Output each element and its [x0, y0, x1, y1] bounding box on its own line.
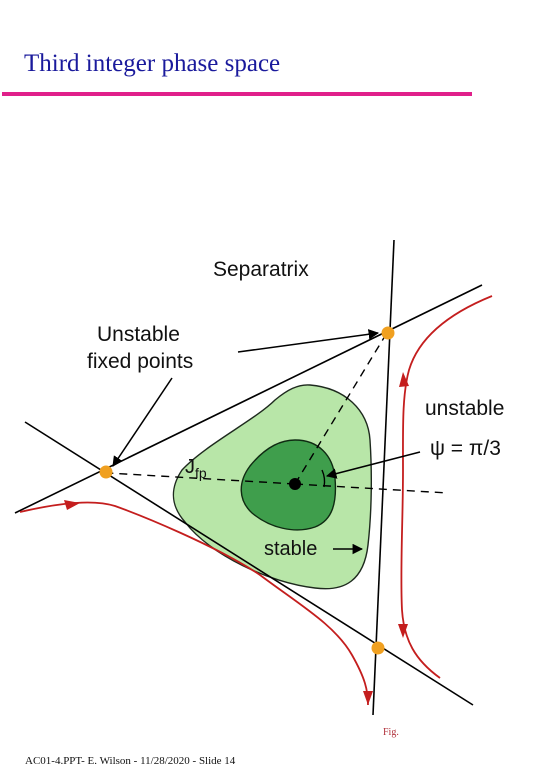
label-separatrix: Separatrix: [213, 258, 309, 281]
angle-arc: [321, 469, 326, 488]
stable-region-inner: [240, 439, 337, 531]
dashed-line-left: [107, 472, 296, 485]
label-psi: ψ = π/3: [430, 437, 501, 460]
trajectory-arrowheads: [64, 372, 409, 705]
dashed-line-right: [294, 483, 449, 494]
separatrix-line-top: [14, 284, 483, 514]
label-stable: stable: [264, 538, 317, 560]
unstable-fixed-point-left: [99, 465, 113, 479]
separatrix-line-bottom: [24, 421, 474, 706]
slide-title: Third integer phase space: [24, 50, 281, 77]
label-jfp: Jfp: [185, 456, 207, 481]
unstable-fixed-point-top: [381, 326, 395, 340]
dashed-line-up: [294, 335, 386, 485]
arrow-from-psi-label: [325, 451, 421, 479]
stable-fixed-point-center: [289, 478, 301, 490]
separatrix-line-vertical: [372, 239, 395, 716]
label-unstable: unstable: [425, 397, 504, 420]
figure-caption: Fig.: [383, 727, 399, 738]
arrow-to-left-fixed-point: [112, 377, 173, 467]
slide-footer: AC01-4.PPT- E. Wilson - 11/28/2020 - Sli…: [25, 755, 236, 767]
arrow-to-top-fixed-point: [237, 329, 380, 353]
title-rule: [2, 92, 472, 96]
unstable-fixed-point-bottom: [371, 641, 385, 655]
label-unstable-fixed-points-2: fixed points: [87, 350, 193, 373]
label-unstable-fixed-points-1: Unstable: [97, 323, 180, 346]
